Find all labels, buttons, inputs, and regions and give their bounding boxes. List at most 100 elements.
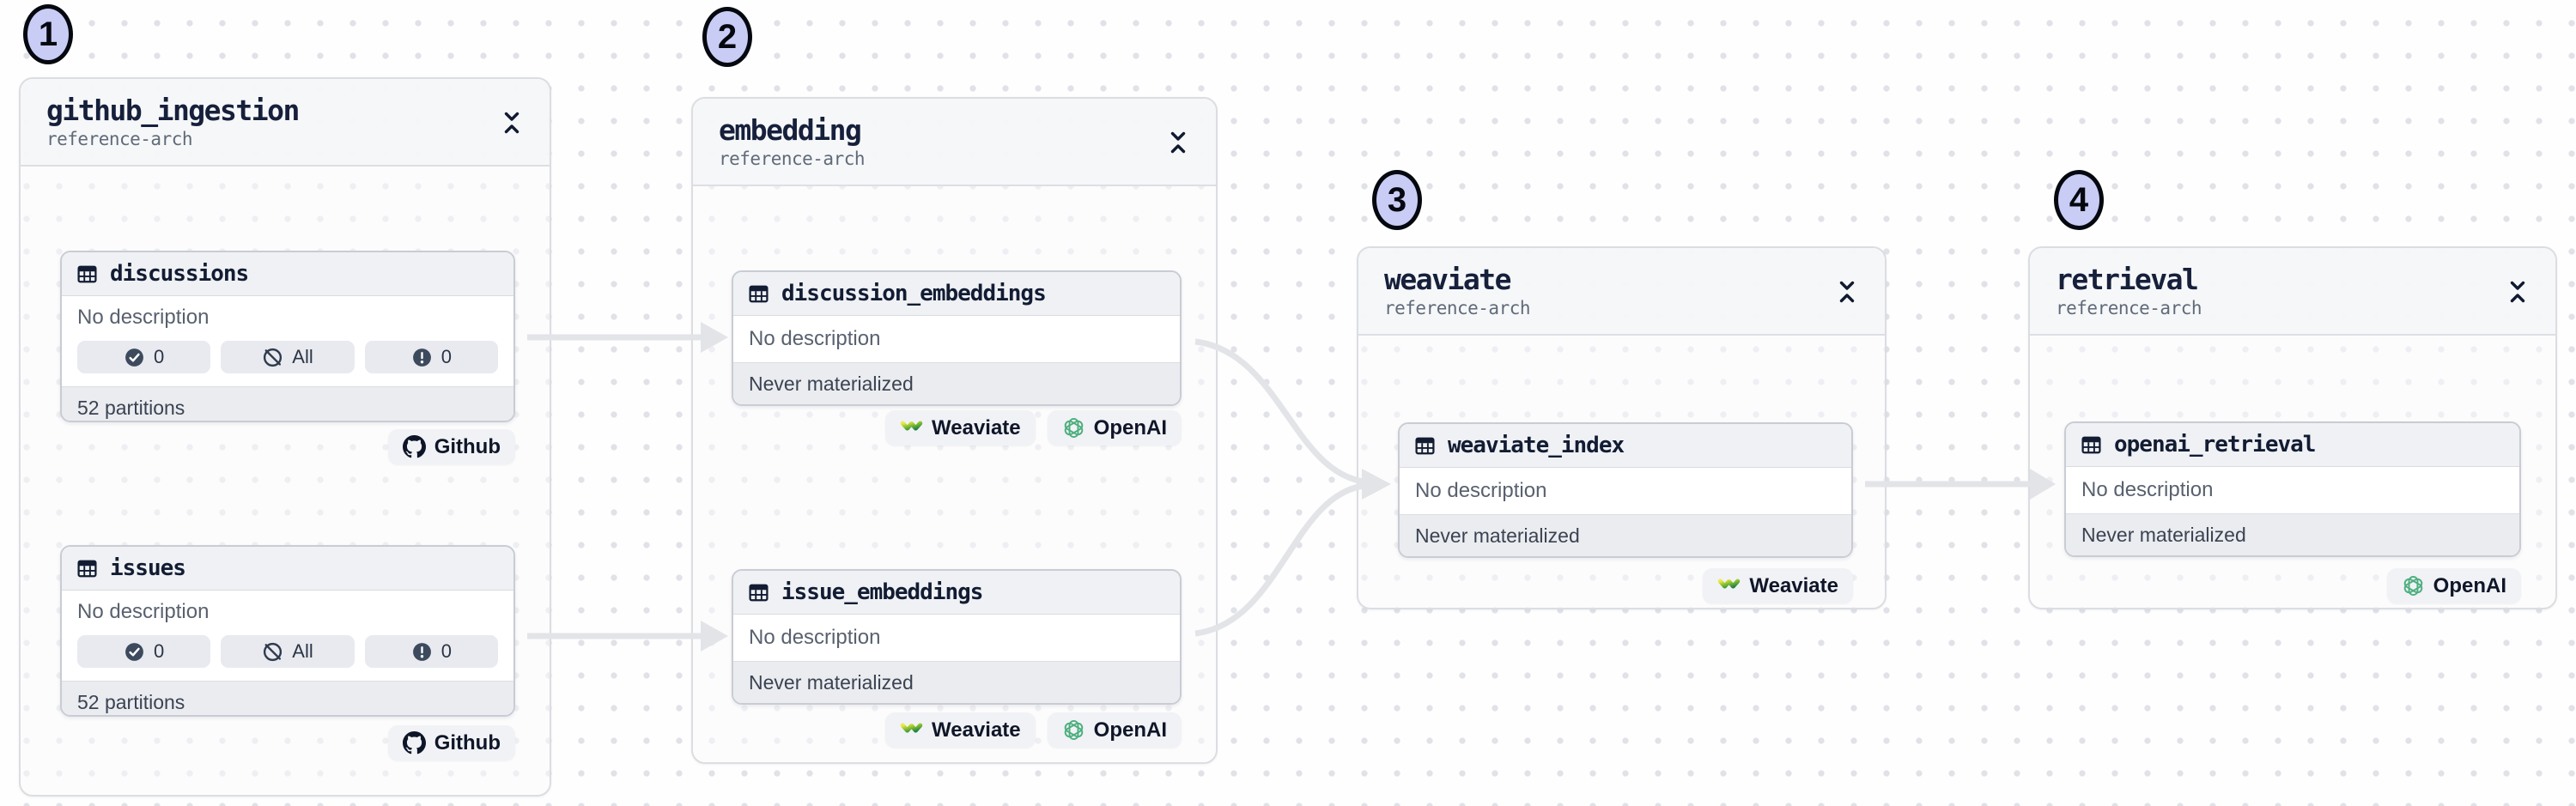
github-icon bbox=[403, 435, 426, 458]
step-badge-3: 3 bbox=[1372, 170, 1422, 230]
asset-description: No description bbox=[733, 316, 1180, 362]
group-subtitle: reference-arch bbox=[2056, 298, 2202, 318]
kind-tag-label: Weaviate bbox=[1749, 573, 1838, 597]
collapse-icon[interactable] bbox=[1168, 130, 1188, 155]
kind-tag-weaviate[interactable]: Weaviate bbox=[1703, 568, 1853, 603]
kind-tag-label: Weaviate bbox=[932, 415, 1021, 439]
checks-count: 0 bbox=[154, 640, 165, 662]
kind-tag-weaviate[interactable]: Weaviate bbox=[885, 712, 1036, 748]
weaviate-icon bbox=[1717, 574, 1741, 597]
kind-tag-openai[interactable]: OpenAI bbox=[1047, 410, 1182, 445]
materialization-pill[interactable]: All bbox=[221, 341, 355, 373]
slash-circle-icon bbox=[262, 347, 283, 368]
kind-tag-openai[interactable]: OpenAI bbox=[1047, 712, 1182, 748]
asset-status-row: 0 All 0 bbox=[62, 331, 513, 386]
slash-circle-icon bbox=[262, 641, 283, 663]
collapse-icon[interactable] bbox=[501, 110, 522, 136]
group-header-github-ingestion[interactable]: github_ingestion reference-arch bbox=[21, 79, 550, 167]
alert-circle-icon bbox=[411, 347, 433, 368]
asset-card-header[interactable]: issues bbox=[62, 547, 513, 591]
asset-description: No description bbox=[733, 615, 1180, 661]
kind-tag-openai[interactable]: OpenAI bbox=[2386, 568, 2521, 603]
edge-discussion-embeddings-to-weaviate-index bbox=[1194, 338, 1364, 485]
kind-tag-github[interactable]: Github bbox=[387, 725, 515, 761]
group-title: weaviate bbox=[1384, 263, 1511, 296]
table-icon bbox=[76, 557, 99, 580]
asset-name: discussions bbox=[110, 261, 249, 287]
checks-pill[interactable]: 0 bbox=[77, 341, 211, 373]
asset-card-header[interactable]: issue_embeddings bbox=[733, 571, 1180, 615]
asset-name: weaviate_index bbox=[1448, 433, 1625, 458]
asset-description: No description bbox=[1400, 468, 1851, 514]
group-title: embedding bbox=[719, 113, 862, 147]
materialization-pill[interactable]: All bbox=[221, 635, 355, 668]
asset-description: No description bbox=[2066, 467, 2519, 513]
openai-icon bbox=[2402, 574, 2425, 597]
asset-description: No description bbox=[62, 296, 513, 331]
asset-card-header[interactable]: discussions bbox=[62, 252, 513, 296]
step-badge-2: 2 bbox=[702, 7, 752, 67]
materialization-count: All bbox=[292, 346, 313, 367]
asset-card-openai-retrieval[interactable]: openai_retrieval No description Never ma… bbox=[2064, 421, 2521, 557]
weaviate-icon bbox=[900, 718, 923, 742]
asset-description: No description bbox=[62, 591, 513, 626]
asset-card-discussion-embeddings[interactable]: discussion_embeddings No description Nev… bbox=[732, 270, 1182, 406]
asset-status-row: 0 All 0 bbox=[62, 626, 513, 681]
kind-tag-label: OpenAI bbox=[1093, 415, 1167, 439]
asset-footer: 52 partitions bbox=[62, 386, 513, 421]
openai-icon bbox=[1062, 718, 1085, 742]
kind-tag-weaviate[interactable]: Weaviate bbox=[885, 410, 1036, 445]
asset-name: issue_embeddings bbox=[781, 579, 983, 605]
materialization-count: All bbox=[292, 640, 313, 662]
weaviate-icon bbox=[900, 416, 923, 439]
group-subtitle: reference-arch bbox=[1384, 298, 1531, 318]
asset-card-issue-embeddings[interactable]: issue_embeddings No description Never ma… bbox=[732, 569, 1182, 705]
github-icon bbox=[403, 731, 426, 754]
asset-footer: 52 partitions bbox=[62, 681, 513, 715]
collapse-icon[interactable] bbox=[2507, 279, 2528, 305]
table-icon bbox=[747, 581, 770, 604]
group-header-embedding[interactable]: embedding reference-arch bbox=[693, 99, 1216, 186]
asset-footer: Never materialized bbox=[733, 362, 1180, 404]
group-header-weaviate[interactable]: weaviate reference-arch bbox=[1358, 248, 1885, 336]
table-icon bbox=[76, 263, 99, 286]
asset-footer: Never materialized bbox=[1400, 514, 1851, 556]
kind-tag-github[interactable]: Github bbox=[387, 429, 515, 464]
group-title: retrieval bbox=[2056, 263, 2199, 296]
asset-card-header[interactable]: openai_retrieval bbox=[2066, 423, 2519, 467]
group-title: github_ingestion bbox=[46, 94, 300, 127]
collapse-icon[interactable] bbox=[1837, 279, 1857, 305]
kind-tag-label: Github bbox=[434, 434, 501, 458]
checks-count: 0 bbox=[154, 346, 165, 367]
failed-pill[interactable]: 0 bbox=[364, 341, 498, 373]
asset-card-weaviate-index[interactable]: weaviate_index No description Never mate… bbox=[1398, 422, 1853, 558]
group-subtitle: reference-arch bbox=[719, 148, 866, 169]
asset-card-issues[interactable]: issues No description 0 All 0 52 partiti… bbox=[60, 545, 515, 717]
check-circle-icon bbox=[124, 641, 145, 663]
edge-issue-embeddings-to-weaviate-index bbox=[1194, 482, 1364, 637]
asset-card-header[interactable]: discussion_embeddings bbox=[733, 272, 1180, 316]
failed-count: 0 bbox=[440, 640, 452, 662]
kind-tag-label: OpenAI bbox=[2433, 573, 2506, 597]
asset-name: openai_retrieval bbox=[2114, 432, 2316, 458]
asset-footer: Never materialized bbox=[2066, 513, 2519, 555]
asset-footer: Never materialized bbox=[733, 661, 1180, 703]
group-header-retrieval[interactable]: retrieval reference-arch bbox=[2030, 248, 2555, 336]
checks-pill[interactable]: 0 bbox=[77, 635, 211, 668]
table-icon bbox=[747, 282, 770, 306]
group-subtitle: reference-arch bbox=[46, 129, 193, 149]
asset-name: issues bbox=[110, 555, 186, 581]
kind-tag-label: Github bbox=[434, 730, 501, 754]
step-badge-4: 4 bbox=[2054, 170, 2104, 230]
asset-card-header[interactable]: weaviate_index bbox=[1400, 424, 1851, 468]
asset-card-discussions[interactable]: discussions No description 0 All 0 52 pa… bbox=[60, 251, 515, 422]
alert-circle-icon bbox=[411, 641, 433, 663]
openai-icon bbox=[1062, 416, 1085, 439]
kind-tag-label: OpenAI bbox=[1093, 718, 1167, 742]
failed-count: 0 bbox=[440, 346, 452, 367]
check-circle-icon bbox=[124, 347, 145, 368]
table-icon bbox=[1413, 434, 1437, 458]
asset-name: discussion_embeddings bbox=[781, 281, 1047, 306]
failed-pill[interactable]: 0 bbox=[364, 635, 498, 668]
